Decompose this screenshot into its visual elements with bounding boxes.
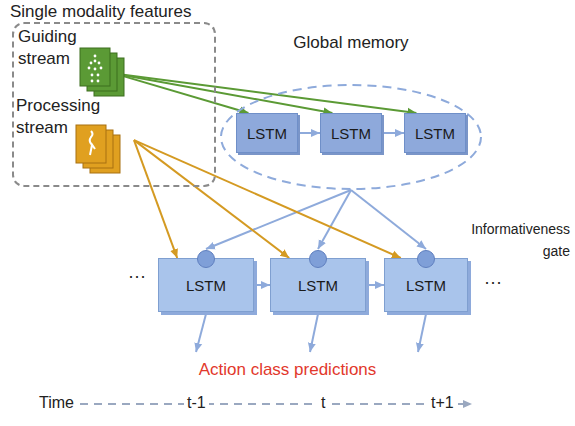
connector-arrow [134,140,177,258]
lstm-label: LSTM [298,277,338,294]
time-step: t [318,394,328,412]
connector-arrow [318,190,351,249]
lstm-box: LSTM [236,113,298,153]
connector-arrow [114,73,332,113]
connector-arrow [206,190,351,249]
frame-stack [76,125,136,185]
ellipsis: ··· [128,266,146,287]
lstm-label: LSTM [186,277,226,294]
connector-arrow [382,132,404,134]
informativeness-gate [417,250,435,268]
axis-label: Time [36,394,77,412]
stream-node: Processing stream [16,95,134,177]
lstm-label: LSTM [331,125,371,142]
informativeness-gate [309,250,327,268]
lstm-box: LSTM [270,258,366,312]
connector-arrow [254,284,270,286]
lstm-label: LSTM [415,125,455,142]
connector-arrow [134,140,401,258]
ellipsis: ··· [484,272,502,293]
connector-arrow [114,73,416,113]
connector-arrow [298,132,320,134]
lstm-label: LSTM [406,277,446,294]
lstm-box: LSTM [404,113,466,153]
time-step: t+1 [428,394,457,412]
connector-arrow [366,284,384,286]
node-title: Global memory [220,32,482,54]
lstm-box: LSTM [158,258,254,312]
output-label: Action class predictions [0,360,575,380]
lstm-label: LSTM [247,125,287,142]
node-title: Single modality features [10,2,216,22]
stream-node: Guiding stream [18,24,114,100]
node-title: Processing stream [16,95,76,139]
memory-ellipse: Global memoryLSTM LSTM LSTM [220,30,482,190]
prediction-arrows [196,314,426,352]
gate-label: Informativeness gate [468,218,570,262]
lstm-box: LSTM [320,113,382,153]
informativeness-gate [197,250,215,268]
node-title: Guiding stream [18,26,78,70]
feature-group: Single modality featuresGuiding streamPr… [10,2,216,187]
time-step: t-1 [184,394,209,412]
lstm-box: LSTM [384,258,468,312]
time-axis [80,403,472,405]
frame-stack [80,48,140,108]
